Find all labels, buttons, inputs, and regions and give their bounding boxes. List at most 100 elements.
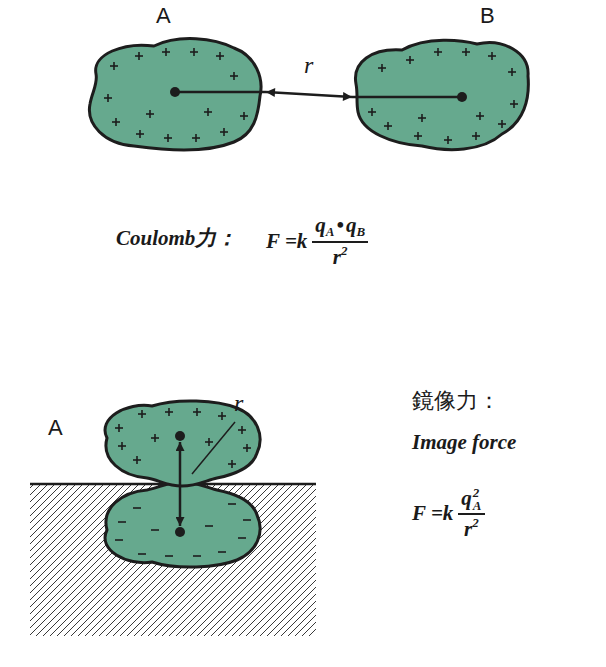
image-distance-arrow xyxy=(179,442,182,526)
fraction-numerator: qA•qB xyxy=(312,213,368,243)
plus-sign xyxy=(409,56,411,64)
plus-sign xyxy=(387,122,389,130)
formula-subscript: A xyxy=(473,499,482,512)
fraction-numerator: q2A xyxy=(458,486,484,515)
minus-sign xyxy=(238,537,246,539)
formula-symbol: q xyxy=(315,213,326,237)
plus-sign xyxy=(501,120,503,128)
plus-sign xyxy=(113,62,115,70)
plus-sign xyxy=(219,52,221,60)
plus-sign xyxy=(115,118,117,126)
plus-sign xyxy=(231,460,233,468)
body-b-group xyxy=(352,40,528,149)
fraction: qA•qBr2 xyxy=(312,213,368,269)
minus-sign xyxy=(193,555,201,557)
plus-sign xyxy=(491,52,493,60)
plus-sign xyxy=(223,128,225,136)
minus-sign xyxy=(133,507,141,509)
center-dot xyxy=(175,527,185,537)
plus-sign xyxy=(154,434,156,442)
distance-label: r xyxy=(304,52,313,78)
plus-sign xyxy=(167,134,169,142)
charged-body-b: B xyxy=(352,4,534,156)
plus-sign xyxy=(196,408,198,416)
distance-arrow xyxy=(266,92,352,97)
formula: F =kqA•qBr2 xyxy=(266,213,368,269)
body-a-group xyxy=(89,39,266,150)
charged-body xyxy=(105,482,260,567)
plus-sign xyxy=(243,112,245,120)
formula-exponent: 2 xyxy=(473,486,480,499)
plus-sign xyxy=(138,52,140,60)
formula-symbol: r xyxy=(333,245,341,269)
image-charge-group xyxy=(105,482,260,567)
fraction-denominator: r2 xyxy=(333,243,348,269)
plus-sign xyxy=(207,108,209,116)
formula-lhs: F =k xyxy=(266,229,307,254)
formula: F =kq2Ar2 xyxy=(412,486,485,541)
plus-sign xyxy=(381,64,383,72)
plus-sign xyxy=(511,68,513,76)
plus-sign xyxy=(479,112,481,120)
plus-sign xyxy=(118,424,120,432)
body-outline xyxy=(352,4,534,156)
minus-sign xyxy=(205,525,213,527)
formula-symbol: r xyxy=(464,517,472,541)
plus-sign xyxy=(208,438,210,446)
plus-sign xyxy=(165,48,167,56)
formula-subscript: B xyxy=(356,224,365,239)
formula-title: Image force xyxy=(412,430,516,455)
fraction-denominator: r2 xyxy=(464,515,479,541)
plus-sign xyxy=(141,410,143,418)
formula-title: 鏡像力： xyxy=(412,388,500,414)
formula-title: Coulomb力： xyxy=(116,226,237,251)
plus-sign xyxy=(221,412,223,420)
plus-sign xyxy=(447,136,449,144)
plus-sign xyxy=(437,48,439,56)
plus-sign xyxy=(417,132,419,140)
plus-sign xyxy=(513,100,515,108)
body-letter: A xyxy=(156,4,171,28)
minus-sign xyxy=(165,555,173,557)
plus-sign xyxy=(121,442,123,450)
formula-exponent: 2 xyxy=(472,515,479,530)
plus-sign xyxy=(136,456,138,464)
plus-sign xyxy=(168,408,170,416)
real-charge-group xyxy=(105,401,260,526)
center-dot xyxy=(457,92,467,102)
formula-lhs: F =k xyxy=(412,501,453,526)
minus-sign xyxy=(218,551,226,553)
center-dot xyxy=(170,87,180,97)
minus-sign xyxy=(118,521,126,523)
body-outline xyxy=(36,394,268,488)
charged-body xyxy=(355,40,528,149)
plus-sign xyxy=(139,130,141,138)
minus-sign xyxy=(243,519,251,521)
center-dot xyxy=(175,431,185,441)
plus-sign xyxy=(421,114,423,122)
plus-sign xyxy=(149,110,151,118)
formula-symbol: q xyxy=(346,213,357,237)
charged-body-a: A xyxy=(84,4,266,156)
formula-operator: • xyxy=(337,213,344,237)
charged-body-image: A xyxy=(36,394,268,488)
plus-sign xyxy=(371,108,373,116)
minus-sign xyxy=(115,539,123,541)
body-outline xyxy=(84,4,266,156)
minus-sign xyxy=(138,553,146,555)
body-letter: B xyxy=(480,4,495,28)
body-letter: A xyxy=(48,416,63,440)
plus-sign xyxy=(246,444,248,452)
formula-symbol: q xyxy=(461,486,472,510)
plus-sign xyxy=(475,132,477,140)
plus-sign xyxy=(241,426,243,434)
distance-label: r xyxy=(234,390,243,416)
sub-sup-stack: 2A xyxy=(473,486,482,512)
formula-exponent: 2 xyxy=(341,243,348,258)
plus-sign xyxy=(233,72,235,80)
distance-line xyxy=(175,91,266,94)
distance-line xyxy=(352,96,462,99)
plus-sign xyxy=(465,48,467,56)
formula-subscript: A xyxy=(326,224,335,239)
